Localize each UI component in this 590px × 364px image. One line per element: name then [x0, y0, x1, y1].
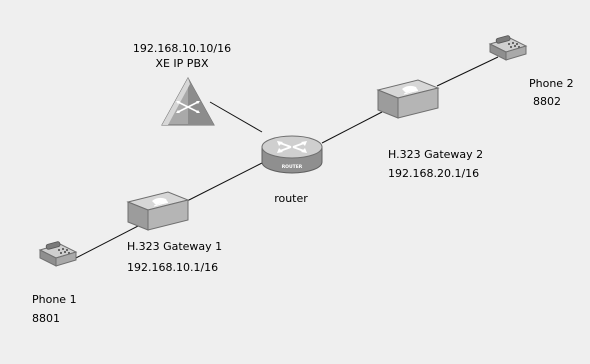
links [71, 56, 499, 261]
gateway2-name-label: H.323 Gateway 2 [388, 148, 483, 161]
gateway2-ip-label: 192.168.20.1/16 [388, 167, 479, 180]
link-pbx-router [209, 101, 263, 133]
phone2-name-label: Phone 2 [529, 77, 574, 90]
router-badge: ROUTER [282, 164, 303, 170]
link-gateway1-router [184, 162, 263, 203]
phone2-ext-label: 8802 [533, 95, 561, 108]
router-label: router [274, 192, 308, 205]
gateway2-icon [376, 79, 440, 119]
link-router-gateway2 [321, 111, 383, 144]
pbx-server-icon [161, 76, 215, 126]
phone1-icon [38, 241, 78, 267]
phone2-icon [488, 35, 528, 61]
gateway1-ip-label: 192.168.10.1/16 [127, 261, 218, 274]
phone1-ext-label: 8801 [32, 312, 60, 325]
gateway1-name-label: H.323 Gateway 1 [127, 240, 222, 253]
pbx-name-label: XE IP PBX [155, 57, 209, 70]
gateway1-icon [126, 191, 190, 231]
link-gateway2-phone2 [436, 56, 499, 87]
router-icon: ROUTER [261, 135, 323, 174]
pbx-ip-label: 192.168.10.10/16 [133, 42, 231, 55]
link-phone1-gateway1 [71, 224, 141, 261]
phone1-name-label: Phone 1 [32, 293, 77, 306]
